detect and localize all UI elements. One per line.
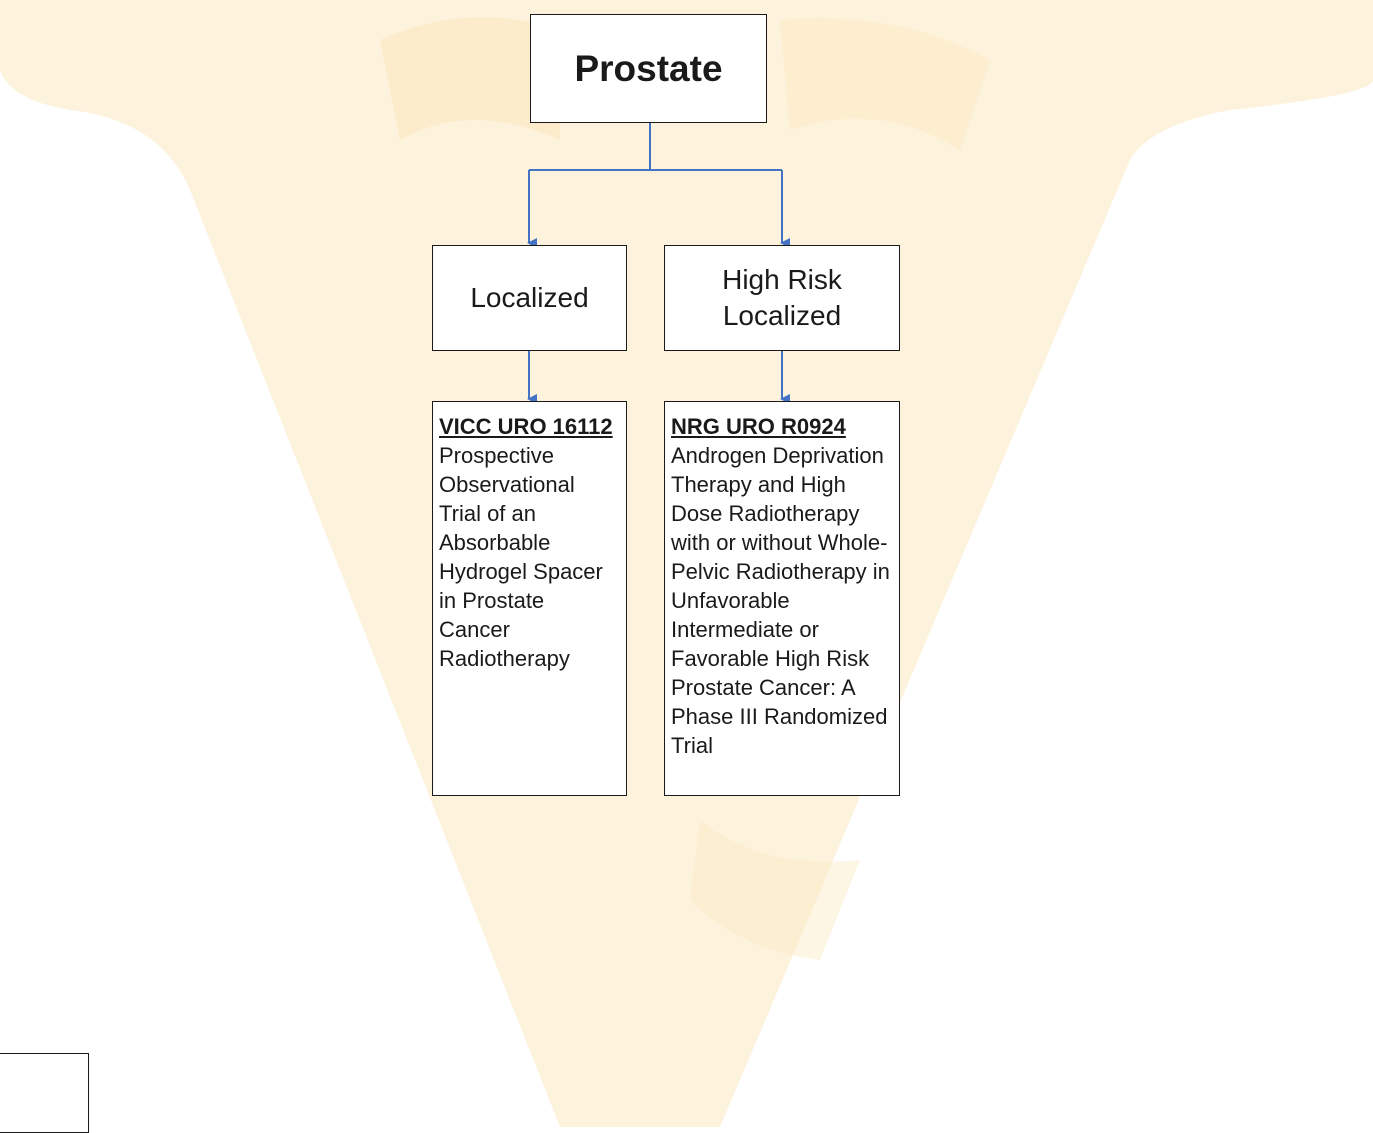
branch-node-label: Localized (470, 282, 589, 313)
watermark-inner-curve-right (780, 18, 990, 151)
trial-node-vicc-uro: VICC URO 16112 Prospective Observational… (432, 401, 627, 796)
corner-frame (0, 1053, 89, 1133)
trial-node-nrg-uro: NRG URO R0924 Androgen Deprivation Thera… (664, 401, 900, 796)
branch-node-high-risk-localized: High Risk Localized (664, 245, 900, 351)
root-node-label: Prostate (574, 47, 723, 89)
watermark-inner-curve (380, 17, 560, 141)
watermark-lower-curve (690, 820, 860, 960)
branch-node-label: High Risk Localized (722, 264, 842, 331)
branch-node-localized: Localized (432, 245, 627, 351)
trial-description: Androgen Deprivation Therapy and High Do… (671, 443, 890, 758)
trial-id: VICC URO 16112 (439, 414, 613, 439)
trial-description: Prospective Observational Trial of an Ab… (439, 443, 603, 671)
root-node-prostate: Prostate (530, 14, 767, 123)
trial-id: NRG URO R0924 (671, 414, 846, 439)
